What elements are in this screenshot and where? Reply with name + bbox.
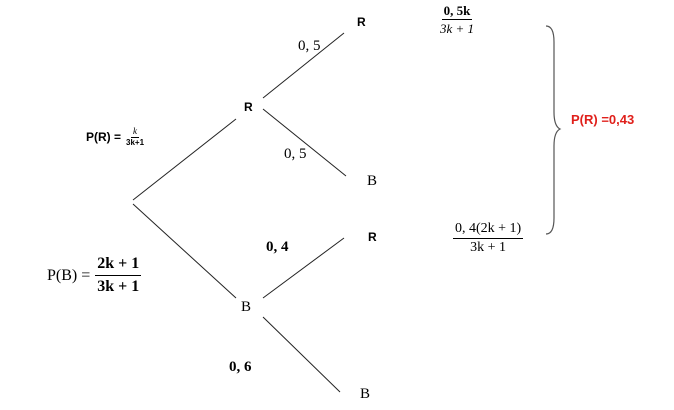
branch-B-B [262,316,341,393]
node-RR: R [357,15,366,29]
prob-R-denominator: 3k+1 [126,138,145,147]
prob-BB: 0, 6 [229,359,252,375]
result-BR-denominator: 3k + 1 [470,240,507,255]
node-BB: B [360,386,371,402]
result-RR-fraction: 0, 5k 3k + 1 [438,4,476,35]
prob-R-prefix: P(R) = [86,130,122,144]
prob-B-prefix: P(B) = [47,266,91,284]
node-R: R [244,100,253,114]
total-probability-R: P(R) =0,43 [571,112,635,127]
branch-R-R [262,32,345,99]
branch-root-R [132,118,237,201]
prob-B-fraction: 2k + 1 3k + 1 [95,256,142,295]
node-BR: R [368,230,377,244]
node-B: B [241,299,252,315]
node-RB: B [367,173,378,189]
result-RR-numerator: 0, 5k [441,3,473,20]
branch-R-B [262,108,347,177]
prob-RB: 0, 5 [284,146,307,162]
prob-B-numerator: 2k + 1 [95,256,142,276]
result-BR-numerator: 0, 4(2k + 1) [453,222,524,239]
result-RR-denominator: 3k + 1 [440,21,475,36]
prob-RR: 0, 5 [298,38,321,54]
right-brace [545,25,562,235]
prob-R-numerator: k [131,126,140,138]
branch-root-B [132,203,237,299]
prob-B-denominator: 3k + 1 [97,278,140,295]
prob-R-fraction: k 3k+1 [124,127,146,147]
prob-B-formula: P(B) = 2k + 1 3k + 1 [47,256,142,295]
prob-R-formula: P(R) = k 3k+1 [86,127,146,147]
prob-BR: 0, 4 [266,239,289,255]
result-BR-fraction: 0, 4(2k + 1) 3k + 1 [453,222,524,255]
branch-B-R [262,237,345,299]
